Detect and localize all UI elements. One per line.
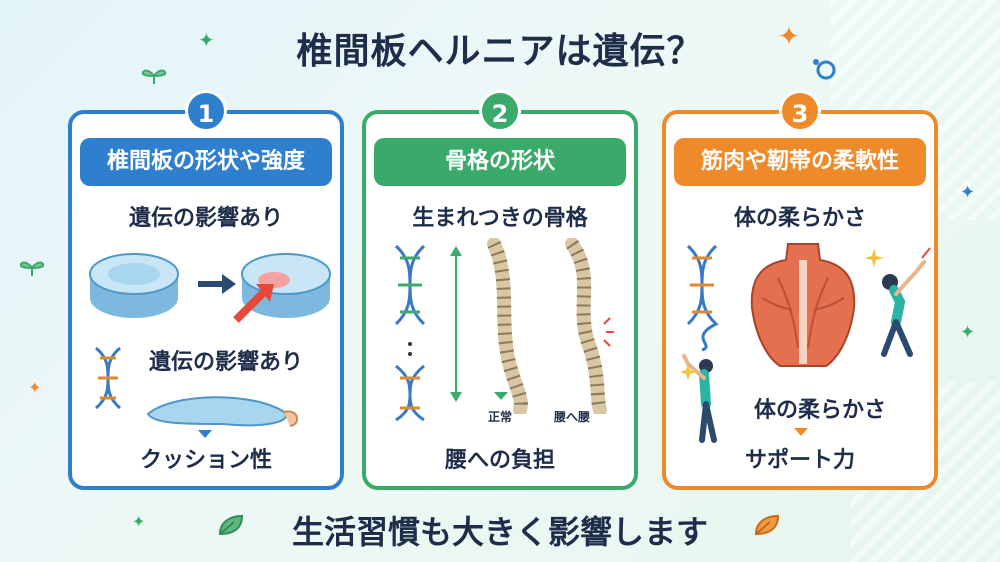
panel-subtitle-2: 遺伝の影響あり — [148, 350, 303, 375]
label-bent: 腰へ腰 — [554, 410, 591, 424]
disc-herniation-icon — [146, 396, 299, 427]
arrow-down-icon — [794, 428, 808, 436]
leaf-icon — [218, 514, 244, 536]
stretching-person-icon — [866, 247, 931, 357]
leaf-icon — [19, 261, 45, 276]
panel-subtitle: 生まれつきの骨格 — [412, 206, 588, 231]
muscle-back-icon — [750, 243, 856, 367]
stretching-person-icon — [680, 354, 717, 443]
leaf-icon — [141, 69, 167, 84]
curved-spine-icon — [565, 238, 614, 414]
label-normal: 正常 — [488, 410, 513, 424]
arrow-down-icon — [198, 430, 212, 438]
page-title: 椎間板ヘルニアは遺伝？ — [296, 31, 704, 72]
bubble-icon — [813, 59, 836, 80]
leaf-icon — [754, 514, 780, 536]
dna-icon — [94, 346, 122, 410]
panel-disc: 1 椎間板の形状や強度 遺伝の影響あり 遺伝の影響あり クッション性 — [68, 90, 344, 490]
panel-header: 筋肉や靭帯の柔軟性 — [674, 138, 926, 186]
panel-result: 腰への負担 — [444, 448, 555, 473]
panel-result: クッション性 — [139, 448, 272, 473]
spine-icon — [487, 238, 528, 414]
dna-icon — [686, 244, 719, 352]
double-arrow-icon — [450, 246, 462, 402]
panel-number: 1 — [185, 90, 227, 132]
sparkle-icon: ✦ — [778, 22, 800, 52]
dna-icon — [394, 244, 426, 422]
panel-header: 椎間板の形状や強度 — [80, 138, 332, 186]
panel-subtitle-2: 体の柔らかさ — [753, 398, 886, 423]
panel-skeleton: 2 骨格の形状 生まれつきの骨格 正常 腰へ腰 腰への負担 — [362, 90, 638, 490]
panel-number: 2 — [479, 90, 521, 132]
footer-message: 生活習慣も大きく影響します — [291, 513, 708, 551]
panel-subtitle: 体の柔らかさ — [733, 206, 866, 231]
sparkle-icon: ✦ — [960, 182, 976, 203]
disc-icon — [89, 253, 331, 323]
arrow-down-icon — [494, 392, 508, 400]
panel-flexibility: 3 筋肉や靭帯の柔軟性 体の柔らかさ 体の柔らかさ サポート力 — [662, 90, 938, 490]
sparkle-icon: ✦ — [132, 512, 146, 531]
sparkle-icon: ✦ — [198, 28, 215, 52]
panel-result: サポート力 — [744, 448, 855, 473]
sparkle-icon: ✦ — [28, 378, 42, 397]
panel-subtitle: 遺伝の影響あり — [128, 206, 283, 231]
sparkle-icon: ✦ — [960, 322, 976, 343]
panel-number: 3 — [779, 90, 821, 132]
panel-header: 骨格の形状 — [374, 138, 626, 186]
